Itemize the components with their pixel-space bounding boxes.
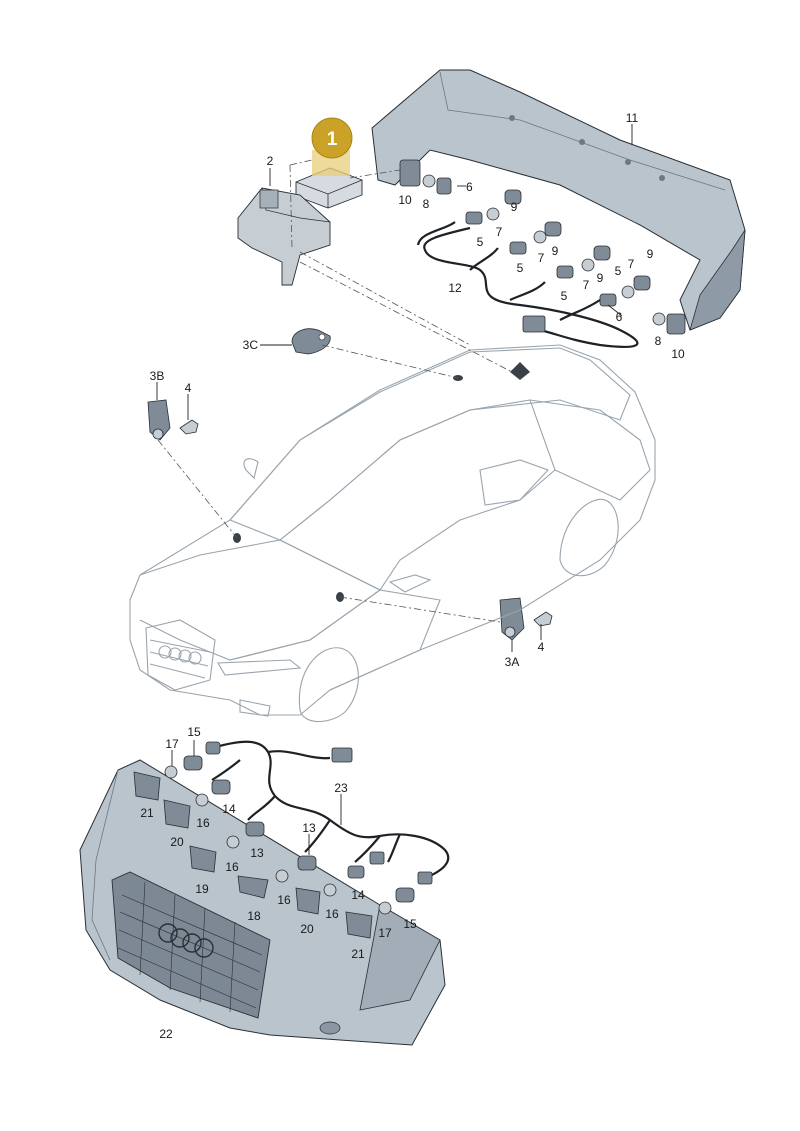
label-5-c: 5 bbox=[615, 264, 622, 278]
label-6-top: 6 bbox=[466, 180, 473, 194]
label-8-bottom: 8 bbox=[655, 334, 662, 348]
label-5-b: 5 bbox=[517, 261, 524, 275]
label-13-b: 13 bbox=[250, 846, 264, 860]
bracket-part-2 bbox=[237, 187, 331, 286]
label-4-right: 4 bbox=[538, 640, 545, 654]
label-3a: 3A bbox=[505, 655, 520, 669]
label-16-b: 16 bbox=[225, 860, 239, 874]
label-16-d: 16 bbox=[325, 907, 339, 921]
sensor-part-3c bbox=[291, 328, 331, 355]
front-sensor-group bbox=[133, 741, 415, 939]
label-19: 19 bbox=[195, 882, 209, 896]
label-14-a: 14 bbox=[222, 802, 236, 816]
label-17-b: 17 bbox=[378, 926, 392, 940]
label-2: 2 bbox=[267, 154, 274, 168]
screw-part-4-right bbox=[533, 611, 553, 627]
callout-label: 1 bbox=[327, 129, 338, 150]
label-9-a: 9 bbox=[511, 200, 518, 214]
label-7-d: 7 bbox=[583, 278, 590, 292]
label-10-top: 10 bbox=[398, 193, 412, 207]
label-10-bottom: 10 bbox=[671, 347, 685, 361]
label-6-bottom: 6 bbox=[616, 310, 623, 324]
label-12: 12 bbox=[448, 281, 462, 295]
leader-lines bbox=[156, 124, 633, 855]
rear-sensor-group bbox=[399, 159, 686, 335]
rear-wiring-harness-part-12 bbox=[416, 221, 639, 348]
label-11: 11 bbox=[626, 111, 639, 125]
label-3c: 3C bbox=[243, 338, 259, 352]
label-15-b: 15 bbox=[403, 917, 417, 931]
label-4-left: 4 bbox=[185, 381, 192, 395]
label-16-c: 16 bbox=[277, 893, 291, 907]
label-18: 18 bbox=[247, 909, 261, 923]
label-3b: 3B bbox=[150, 369, 165, 383]
rear-bumper-part-11 bbox=[371, 69, 746, 331]
label-7-c: 7 bbox=[628, 257, 635, 271]
part-labels: 11 2 6 10 8 9 7 5 9 9 7 7 5 5 9 7 12 5 6… bbox=[140, 111, 685, 1041]
label-9-c: 9 bbox=[647, 247, 654, 261]
front-wiring-harness-part-23 bbox=[211, 740, 450, 885]
label-20-a: 20 bbox=[170, 835, 184, 849]
label-15-a: 15 bbox=[187, 725, 201, 739]
label-7-b: 7 bbox=[538, 251, 545, 265]
label-7-a: 7 bbox=[496, 225, 503, 239]
label-9-b: 9 bbox=[552, 244, 559, 258]
label-16-a: 16 bbox=[196, 816, 210, 830]
label-14-b: 14 bbox=[351, 888, 365, 902]
front-bumper-part-22 bbox=[79, 759, 446, 1046]
label-13-a: 13 bbox=[302, 821, 316, 835]
screw-part-4-left bbox=[179, 419, 199, 435]
label-5-a: 5 bbox=[477, 235, 484, 249]
label-8-top: 8 bbox=[423, 197, 430, 211]
label-5-d: 5 bbox=[561, 289, 568, 303]
label-17-a: 17 bbox=[165, 737, 179, 751]
dashed-reference-lines bbox=[157, 159, 513, 623]
car-outline bbox=[129, 344, 656, 723]
part-1-callout[interactable]: 1 bbox=[311, 117, 353, 176]
label-21-b: 21 bbox=[351, 947, 365, 961]
sensor-part-3b bbox=[147, 399, 171, 441]
label-21-a: 21 bbox=[140, 806, 154, 820]
sensor-part-3a bbox=[499, 597, 525, 641]
label-9-d: 9 bbox=[597, 271, 604, 285]
label-23: 23 bbox=[334, 781, 348, 795]
label-22: 22 bbox=[159, 1027, 173, 1041]
label-20-b: 20 bbox=[300, 922, 314, 936]
